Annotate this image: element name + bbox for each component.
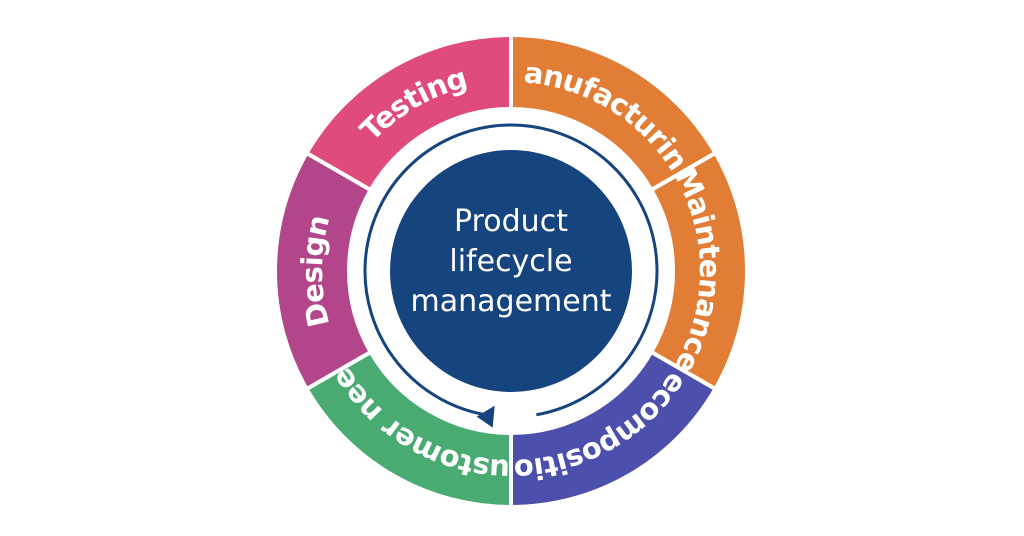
- cycle-arrow-ring: [363, 123, 659, 418]
- center-hub: Product lifecycle management: [390, 150, 632, 392]
- cycle-arrow: [363, 123, 659, 428]
- center-circle: [390, 150, 632, 392]
- segments-layer: [273, 32, 749, 510]
- center-line-2: lifecycle: [449, 244, 572, 279]
- cycle-arrowhead: [476, 405, 495, 428]
- center-line-3: management: [411, 284, 612, 319]
- center-line-1: Product: [454, 204, 568, 239]
- segment-testing: [303, 32, 513, 193]
